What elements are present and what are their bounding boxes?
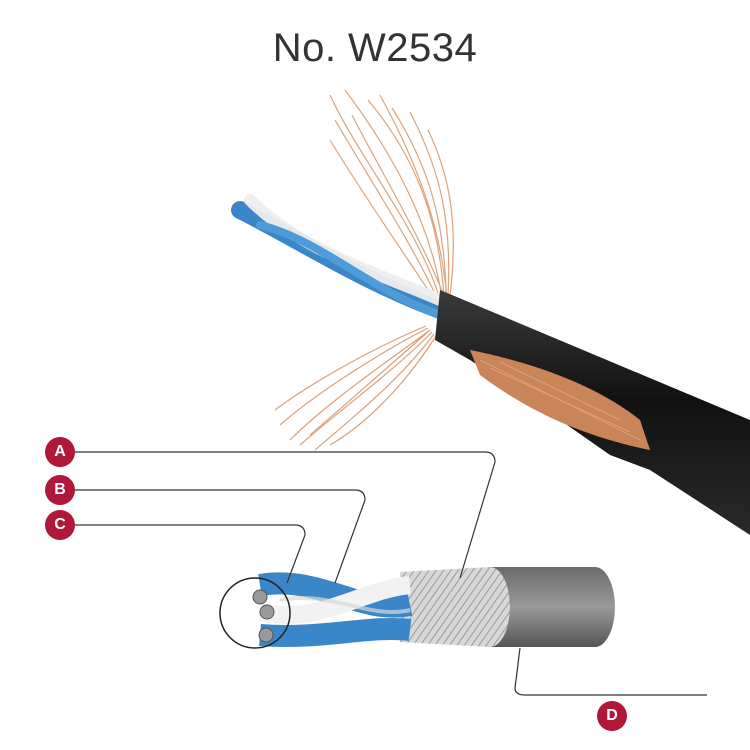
stripped-cable-photo [231,89,750,535]
twisted-conductors [231,194,449,319]
leader-lines [75,451,707,696]
copper-strands-bottom [274,325,437,451]
label-d-badge: D [597,701,627,731]
label-c-badge: C [45,510,75,540]
braided-shield [400,567,510,647]
label-b-badge: B [45,475,75,505]
conductor-detail-circle [219,577,291,649]
outer-jacket [490,567,615,647]
cable-cross-section-diagram [75,451,707,696]
label-a-badge: A [45,437,75,467]
product-title: No. W2534 [272,26,478,70]
copper-strands-top [329,89,454,303]
